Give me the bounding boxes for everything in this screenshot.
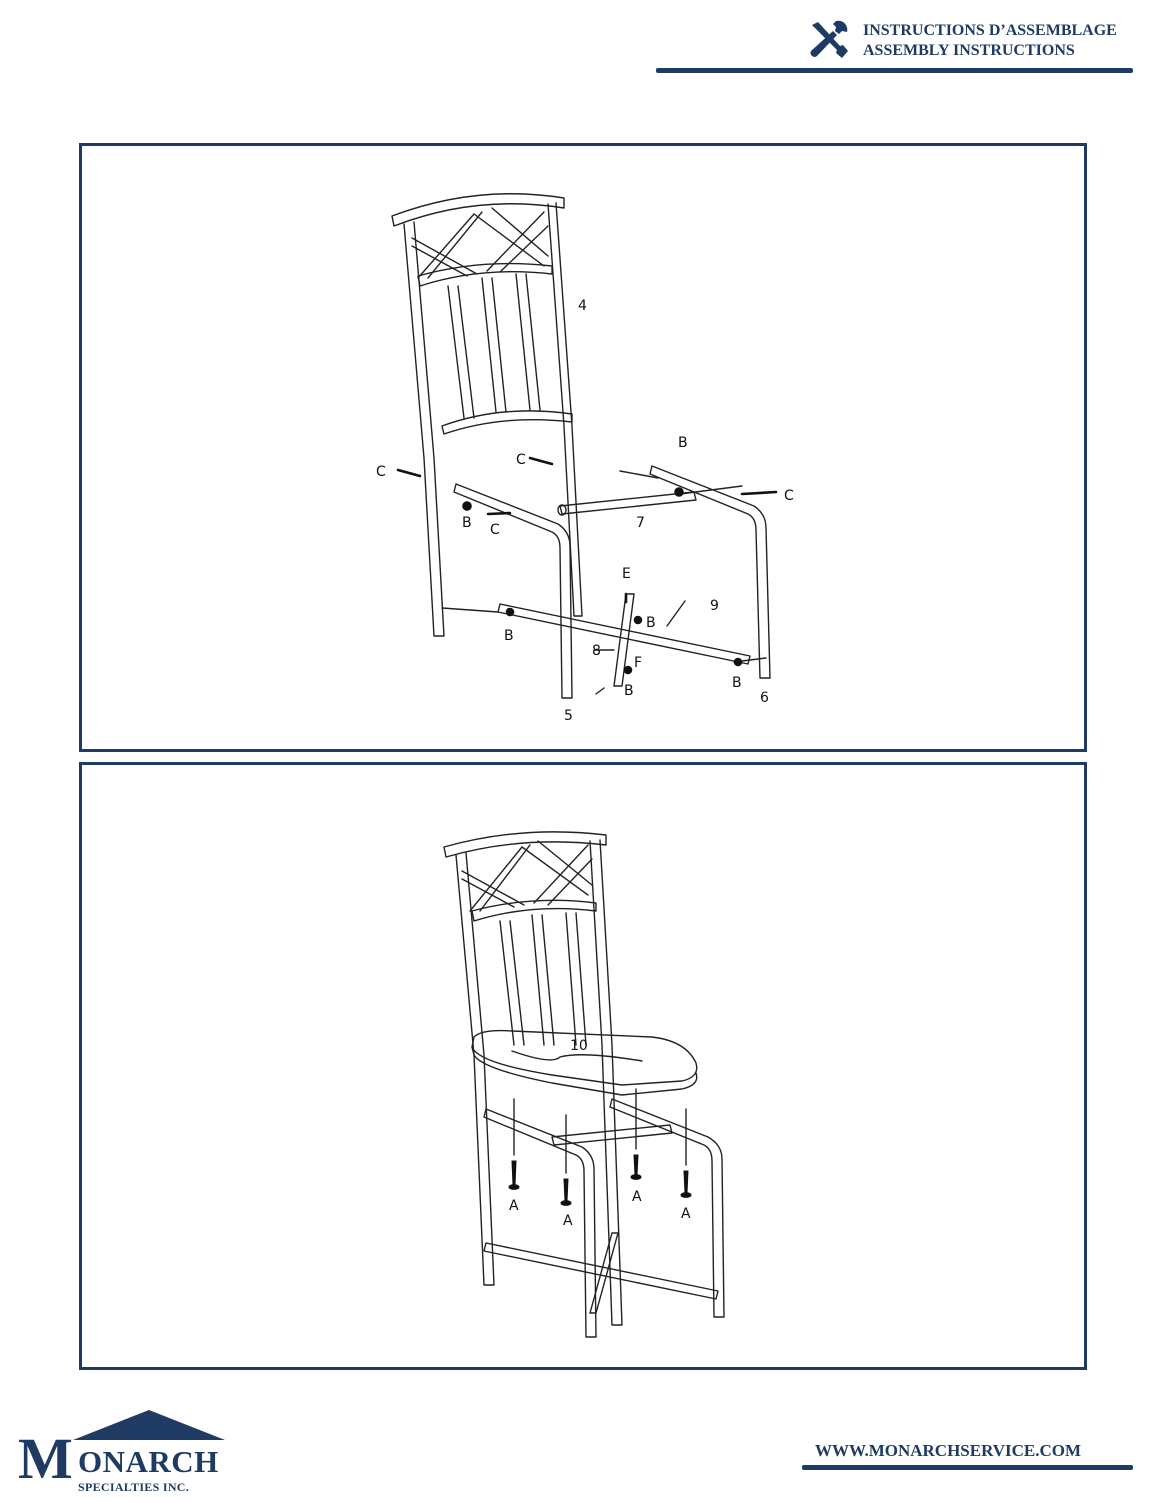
part-label-10: 10 xyxy=(570,1038,588,1054)
service-url-link[interactable]: WWW.MONARCHSERVICE.COM xyxy=(815,1441,1082,1460)
header-divider xyxy=(656,68,1133,73)
logo-subtitle: SPECIALTIES INC. xyxy=(78,1480,190,1494)
hardware-label-c: C xyxy=(516,452,526,468)
title-english: ASSEMBLY INSTRUCTIONS xyxy=(863,42,1075,59)
hardware-label-f: F xyxy=(634,655,642,671)
hardware-label-b: B xyxy=(504,628,514,644)
part-label-6: 6 xyxy=(760,690,769,706)
title-french: INSTRUCTIONS D’ASSEMBLAGE xyxy=(863,22,1117,39)
hardware-label-c: C xyxy=(490,522,500,538)
hardware-label-a: A xyxy=(681,1206,691,1222)
hardware-label-c: C xyxy=(376,464,386,480)
hardware-label-a: A xyxy=(563,1213,573,1229)
step-1-panel: 4 5 6 7 8 9 B B B B B B C C C C E F xyxy=(79,143,1087,752)
hardware-label-b: B xyxy=(678,435,688,451)
part-label-8: 8 xyxy=(592,643,601,659)
hardware-label-e: E xyxy=(622,566,631,582)
step-1-illustration: 4 5 6 7 8 9 B B B B B B C C C C E F xyxy=(376,193,794,724)
hardware-label-b: B xyxy=(624,683,634,699)
step-2-illustration: 10 A A A A xyxy=(443,831,725,1338)
logo-roof xyxy=(73,1410,225,1440)
hardware-label-c: C xyxy=(784,488,794,504)
hardware-label-a: A xyxy=(509,1198,519,1214)
header-titles: INSTRUCTIONS D’ASSEMBLAGE ASSEMBLY INSTR… xyxy=(863,21,1117,61)
hardware-label-b: B xyxy=(462,515,472,531)
part-label-4: 4 xyxy=(578,298,587,314)
hardware-label-b: B xyxy=(646,615,656,631)
step-2-panel: 10 A A A A xyxy=(79,762,1087,1370)
part-label-7: 7 xyxy=(636,515,645,531)
page-header: INSTRUCTIONS D’ASSEMBLAGE ASSEMBLY INSTR… xyxy=(0,0,1153,80)
monarch-logo: M ONARCH SPECIALTIES INC. xyxy=(18,1410,225,1495)
hardware-label-b: B xyxy=(732,675,742,691)
hardware-label-a: A xyxy=(632,1189,642,1205)
tools-icon xyxy=(806,19,850,61)
part-label-9: 9 xyxy=(710,598,719,614)
logo-initial: M xyxy=(18,1426,73,1491)
footer-divider xyxy=(802,1465,1133,1470)
logo-wordmark: ONARCH xyxy=(78,1444,219,1479)
part-label-5: 5 xyxy=(564,708,573,724)
